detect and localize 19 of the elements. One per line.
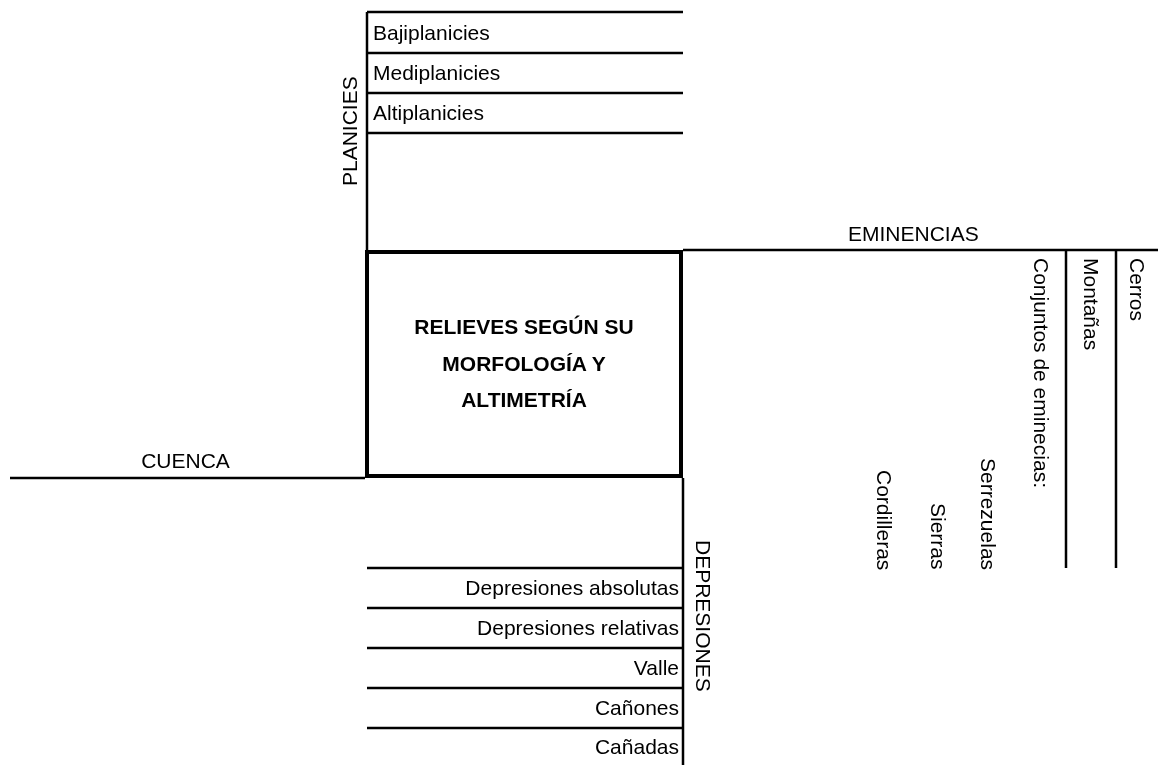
category-label: PLANICIES — [333, 12, 367, 250]
list-item: Depresiones relativas — [367, 608, 683, 648]
list-item: Valle — [367, 648, 683, 688]
list-item: Cañadas — [367, 728, 683, 765]
category-label: CUENCA — [10, 443, 361, 478]
list-item: Cerros — [1116, 250, 1158, 568]
list-item: Depresiones absolutas — [367, 568, 683, 608]
list-item: Sierras — [925, 502, 951, 570]
list-item: Bajiplanicies — [367, 12, 683, 53]
category-label: DEPRESIONES — [683, 482, 723, 765]
list-item: Conjuntos de eminecias: — [1018, 250, 1064, 550]
category-label: EMINENCIAS — [687, 218, 1158, 250]
list-item: Cañones — [367, 688, 683, 728]
title-box: RELIEVES SEGÚN SU MORFOLOGÍA Y ALTIMETRÍA — [365, 250, 683, 478]
list-item: Serrezuelas — [975, 456, 1001, 570]
list-item: Cordilleras — [871, 468, 897, 570]
list-item: Mediplanicies — [367, 53, 683, 93]
list-item: Altiplanicies — [367, 93, 683, 133]
list-item: Montañas — [1066, 250, 1116, 568]
